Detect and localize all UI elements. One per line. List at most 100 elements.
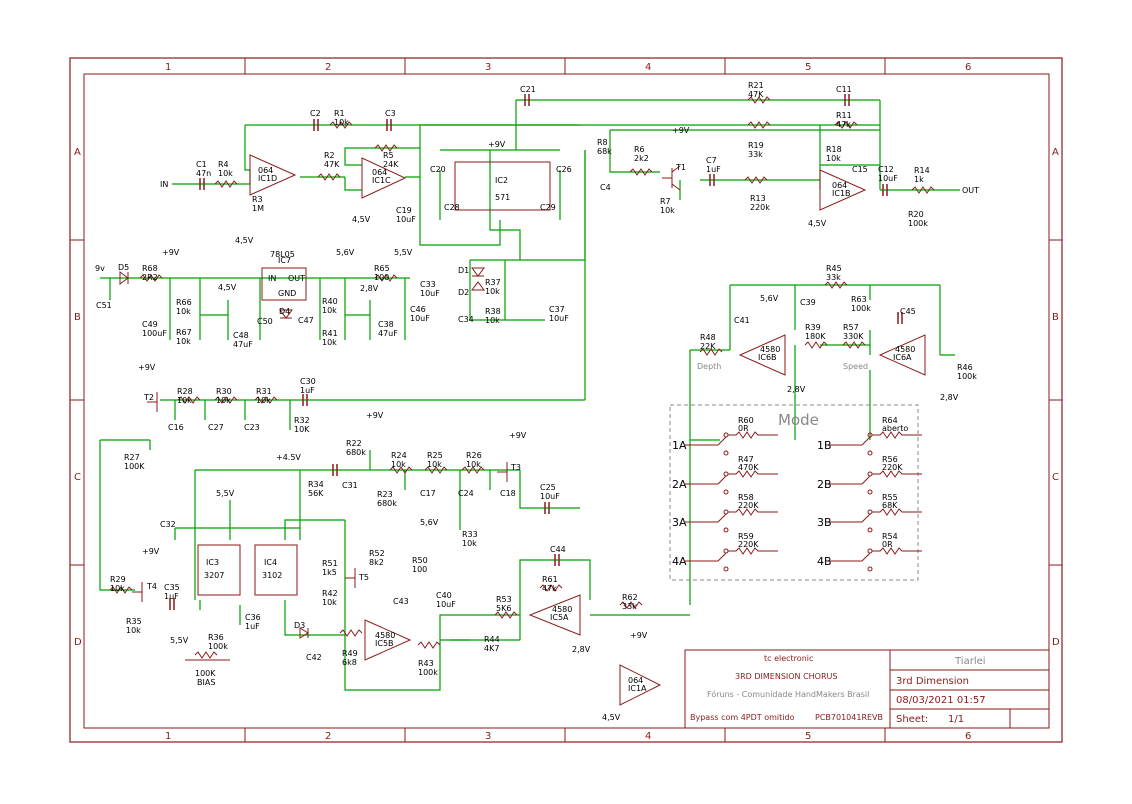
part-ref: R59 (738, 532, 754, 541)
part-value: 47uF (233, 340, 253, 349)
ic7-part: 78L05 (270, 250, 295, 259)
part-ref: C4 (600, 183, 611, 192)
title-sheet-title: 3rd Dimension (896, 676, 969, 687)
part-value: 10k (256, 396, 271, 405)
part-d3: D3 (294, 621, 305, 630)
part-c26: C26 (556, 165, 572, 174)
frame-col-label: 3 (485, 62, 491, 73)
part-ref: R44 (484, 635, 500, 644)
part-value: 22K (700, 342, 716, 351)
part-ref: C34 (458, 315, 474, 324)
rail-label: +9V (366, 411, 384, 420)
svg-text:IC7: IC7 (278, 256, 291, 265)
part-ref: R19 (748, 141, 764, 150)
rail-label: +9V (488, 140, 506, 149)
part-value: 47k (836, 120, 851, 129)
frame-col-label: 4 (645, 731, 651, 742)
ic7-body (261, 267, 307, 301)
text-layer: IN OUT 9v +9V +9V +9V +9V +9V +9V +9V +9… (95, 81, 979, 722)
part-c27: C27 (208, 423, 224, 432)
svg-text:4580: 4580 (760, 345, 780, 354)
opamp-ic1a (619, 664, 662, 706)
part-ref: C46 (410, 305, 426, 314)
part-value: 10k (110, 584, 125, 593)
part-ref: R45 (826, 264, 842, 273)
part-ref: R50 (412, 556, 428, 565)
opamp-ic5b (364, 619, 412, 661)
part-ref: C37 (549, 305, 565, 314)
part-value: 180K (805, 332, 826, 341)
svg-text:IC5B: IC5B (375, 639, 394, 648)
svg-text:IC5A: IC5A (550, 613, 569, 622)
part-ref: R65 (374, 264, 390, 273)
part-ref: C33 (420, 280, 436, 289)
frame-col-label: 2 (325, 62, 331, 73)
part-value: 5K6 (496, 604, 511, 613)
part-c31: C31 (342, 481, 358, 490)
part-ref: C43 (393, 597, 409, 606)
part-ref: C39 (800, 298, 816, 307)
rail-label: 5,6V (760, 294, 779, 303)
frame-col-label: 6 (965, 731, 971, 742)
frame-col-label: 1 (165, 731, 171, 742)
part-value: 220K (738, 540, 759, 549)
part-ref: R22 (346, 439, 362, 448)
part-ref: C21 (520, 85, 536, 94)
switch-position-label: 4B (817, 555, 832, 568)
part-ref: T4 (146, 582, 157, 591)
part-ref: C25 (540, 483, 556, 492)
rail-label: 2,8V (360, 284, 379, 293)
svg-text:IC1C: IC1C (372, 176, 391, 185)
part-ref: R3 (252, 195, 263, 204)
part-ref: C27 (208, 423, 224, 432)
part-ref: C42 (306, 653, 322, 662)
part-ref: R63 (851, 295, 867, 304)
part-c45: C45 (900, 307, 916, 316)
opamp-ic5a (528, 594, 581, 636)
switch-position-label: 1A (672, 439, 687, 452)
part-ref: C17 (420, 489, 436, 498)
part-c34: C34 (458, 315, 474, 324)
part-ref: R34 (308, 480, 324, 489)
part-ref: R52 (369, 549, 385, 558)
rail-label: 5,5V (170, 636, 189, 645)
part-value: 10uF (878, 174, 898, 183)
frame-col-label: 2 (325, 731, 331, 742)
part-value: 1uF (245, 622, 260, 631)
part-ref: R53 (496, 595, 512, 604)
part-value: 47k (542, 584, 557, 593)
part-value: 10uF (540, 492, 560, 501)
part-value: 1uF (300, 386, 315, 395)
part-ref: R13 (750, 194, 766, 203)
part-value: 680k (377, 499, 397, 508)
rail-label: 4,5V (808, 219, 827, 228)
svg-text:064: 064 (372, 168, 387, 177)
part-value: 10K (294, 425, 310, 434)
rail-label: +9V (142, 547, 160, 556)
part-t4: T4 (146, 582, 157, 591)
part-ref: T2 (143, 393, 154, 402)
part-value: 10k (218, 169, 233, 178)
part-value: 10k (322, 306, 337, 315)
part-value: 10k (826, 154, 841, 163)
part-value: 10k (126, 626, 141, 635)
